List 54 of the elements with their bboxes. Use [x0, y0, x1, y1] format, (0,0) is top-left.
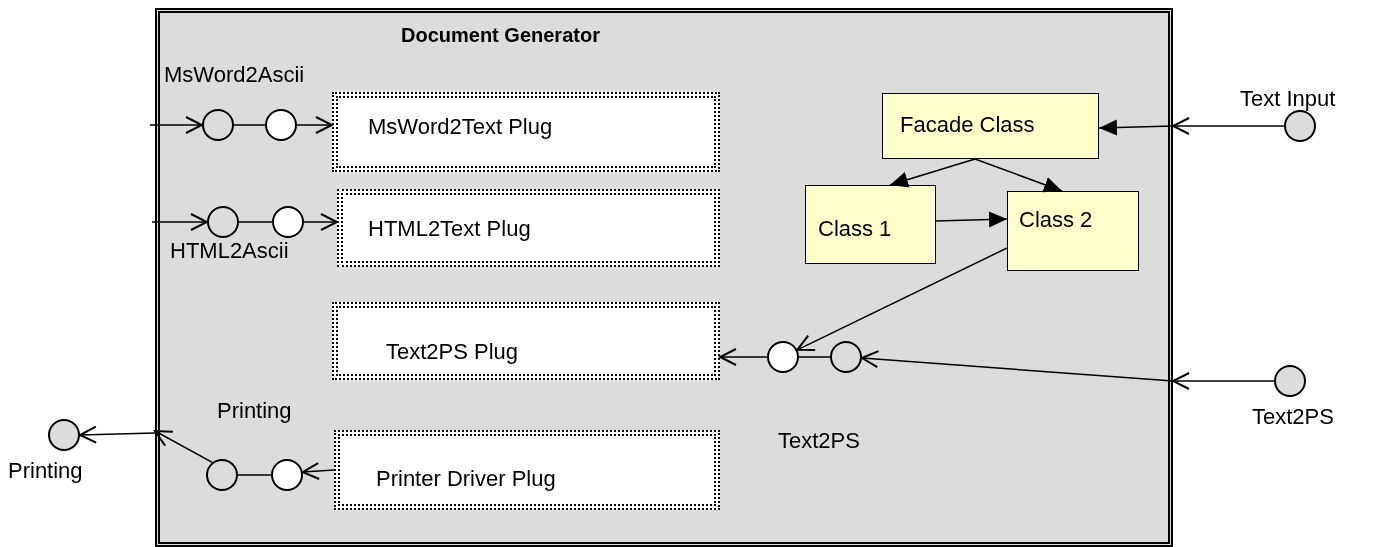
plugin-box: [332, 302, 720, 380]
interface-label: Printing: [8, 460, 83, 482]
port-circle: [271, 459, 303, 491]
arrow: [935, 211, 1008, 228]
port-circle: [1284, 110, 1316, 142]
interface-label: Printing: [217, 400, 292, 422]
interface-label: Text2PS: [778, 430, 860, 452]
class-name: Class 1: [818, 218, 892, 240]
connector-line: [798, 356, 831, 358]
class-box: [1007, 191, 1139, 271]
arrow: [860, 350, 1174, 382]
connector-line: [238, 221, 273, 223]
arrow: [889, 158, 976, 188]
port-circle: [265, 109, 297, 141]
plugin-name: MsWord2Text Plug: [368, 116, 553, 138]
interface-label: Text Input: [1240, 88, 1336, 110]
port-circle: [272, 206, 304, 238]
arrow: [154, 430, 213, 464]
plugin-box: [337, 189, 720, 267]
port-circle: [202, 109, 234, 141]
connector-line: [233, 124, 266, 126]
plugin-name: Printer Driver Plug: [376, 468, 556, 490]
plugin-name: Text2PS Plug: [386, 341, 519, 363]
class-box: [805, 185, 936, 264]
class-name: Facade Class: [900, 114, 1035, 136]
class-name: Class 2: [1019, 209, 1093, 231]
plugin-box: [332, 92, 720, 172]
connector-line: [237, 474, 272, 476]
interface-label: Text2PS: [1252, 406, 1334, 428]
class-box: [882, 93, 1099, 159]
port-circle: [207, 206, 239, 238]
arrow: [719, 348, 768, 366]
arrow: [149, 116, 203, 134]
arrow: [1172, 372, 1275, 390]
arrow: [1172, 117, 1285, 135]
arrow: [79, 425, 156, 444]
plugin-name: HTML2Text Plug: [368, 218, 531, 240]
arrow: [796, 247, 1008, 352]
port-circle: [48, 419, 80, 451]
arrow: [296, 116, 333, 134]
port-circle: [206, 459, 238, 491]
plugin-box: [334, 430, 720, 510]
arrow: [303, 213, 338, 231]
interface-label: MsWord2Ascii: [164, 64, 305, 86]
port-circle: [830, 341, 862, 373]
component-frame: [155, 8, 1173, 547]
arrow: [1098, 119, 1174, 136]
arrow: [301, 462, 335, 480]
component-title: Document Generator: [401, 25, 600, 45]
port-circle: [1274, 365, 1306, 397]
port-circle: [767, 341, 799, 373]
arrow: [151, 213, 208, 231]
arrow: [974, 158, 1063, 193]
interface-label: HTML2Ascii: [170, 240, 289, 262]
